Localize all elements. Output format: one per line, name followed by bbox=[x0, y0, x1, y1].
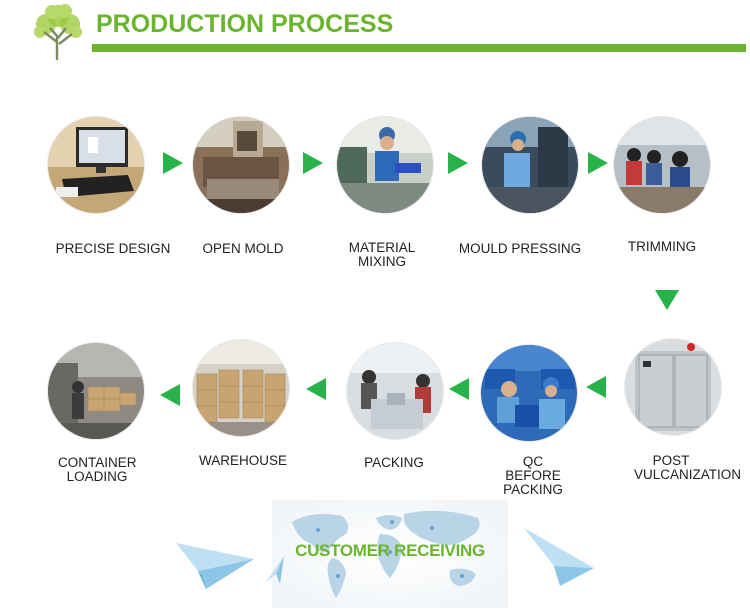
paper-plane-icon bbox=[524, 528, 594, 586]
arrow-right-icon bbox=[163, 152, 183, 174]
step-label-trimming: TRIMMING bbox=[627, 239, 697, 254]
arrow-down-icon bbox=[655, 290, 679, 310]
arrow-right-icon bbox=[448, 152, 468, 174]
step-label-qc-before-packing: QC BEFORE PACKING bbox=[503, 454, 563, 497]
step-label-material-mixing: MATERIAL MIXING bbox=[348, 240, 416, 269]
step-photo-container-loading bbox=[48, 343, 144, 439]
step-photo-qc-before-packing bbox=[481, 345, 577, 441]
paper-plane-icon bbox=[176, 543, 254, 589]
arrow-left-icon bbox=[160, 384, 180, 406]
step-photo-packing bbox=[347, 343, 443, 439]
step-photo-material-mixing bbox=[337, 117, 433, 213]
step-photo-mould-pressing bbox=[482, 117, 578, 213]
step-photo-precise-design bbox=[48, 117, 144, 213]
step-photo-trimming bbox=[614, 117, 710, 213]
step-photo-post-vulcanization bbox=[625, 339, 721, 435]
step-label-open-mold: OPEN MOLD bbox=[202, 241, 284, 256]
page-title: PRODUCTION PROCESS bbox=[96, 10, 394, 38]
step-label-container-loading: CONTAINER LOADING bbox=[58, 455, 137, 484]
step-label-precise-design: PRECISE DESIGN bbox=[55, 241, 171, 256]
arrow-left-icon bbox=[449, 378, 469, 400]
arrow-right-icon bbox=[588, 152, 608, 174]
arrow-left-icon bbox=[306, 378, 326, 400]
step-label-post-vulcanization: POST VULCANIZATION bbox=[634, 453, 742, 482]
arrow-left-icon bbox=[586, 376, 606, 398]
step-label-packing: PACKING bbox=[364, 455, 424, 470]
step-photo-warehouse bbox=[193, 340, 289, 436]
title-underline bbox=[92, 44, 746, 52]
step-label-mould-pressing: MOULD PRESSING bbox=[458, 241, 582, 256]
world-map-icon bbox=[272, 500, 508, 608]
step-photo-open-mold bbox=[193, 117, 289, 213]
final-step-label: CUSTOMER RECEIVING bbox=[295, 541, 485, 560]
step-label-warehouse: WAREHOUSE bbox=[198, 453, 287, 468]
paper-plane-icon bbox=[266, 556, 284, 584]
arrow-right-icon bbox=[303, 152, 323, 174]
tree-logo-icon bbox=[34, 4, 82, 60]
